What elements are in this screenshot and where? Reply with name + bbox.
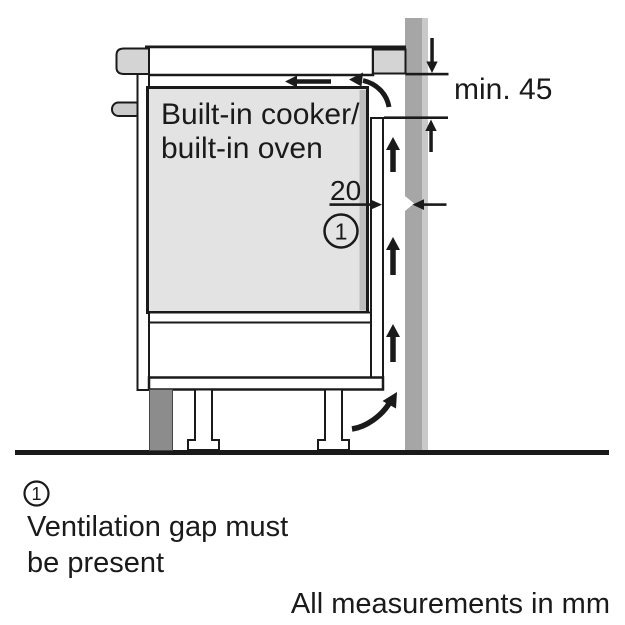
dim45-label: min. 45	[454, 73, 552, 106]
footnote-marker-number: 1	[31, 484, 41, 504]
cabinet-leg-rear	[317, 388, 350, 451]
dim45-tick-upper	[405, 72, 449, 76]
footnote-line2: be present	[27, 547, 164, 579]
gap-dim-line-right	[423, 203, 447, 206]
gap-dim-arrow-right	[370, 199, 382, 210]
airflow-curve-top-head	[349, 72, 363, 87]
dim45-tick-lower	[384, 116, 448, 119]
airflow-curve-bottom	[351, 400, 393, 432]
wall-edge	[422, 18, 428, 450]
base-shelf	[147, 376, 385, 391]
appliance-label-line2: built-in oven	[161, 132, 323, 165]
lower-rail	[148, 311, 372, 324]
gap-dim-label: 20	[330, 175, 361, 206]
airflow-up-arrow-2	[386, 237, 400, 275]
cabinet-leg-front	[187, 388, 220, 451]
gap-dim-line-left	[329, 203, 371, 206]
hob-body	[145, 45, 375, 77]
wall-notch	[405, 196, 414, 211]
wall	[405, 18, 422, 450]
airflow-left-arrow	[285, 75, 331, 88]
drawer-compartment	[148, 321, 372, 379]
rear-vent-panel	[370, 117, 384, 379]
airflow-up-arrow-1	[386, 137, 400, 172]
cooker-box-shadow	[359, 90, 366, 311]
airflow-up-arrow-3	[386, 324, 400, 362]
plinth-panel	[149, 389, 173, 451]
airflow-curve-top	[362, 78, 392, 108]
footnote-marker-circle	[23, 480, 50, 507]
gap-dim-arrow-left	[412, 199, 424, 210]
cooker-box	[146, 86, 369, 314]
units-note: All measurements in mm	[291, 588, 610, 620]
callout-circle	[323, 213, 359, 249]
footnote-line1: Ventilation gap must	[27, 511, 288, 543]
worktop-front-edge	[115, 47, 150, 75]
worktop-rear-section	[372, 48, 407, 75]
dim45-down-arrow	[426, 38, 438, 73]
callout-number: 1	[335, 219, 348, 245]
dim45-up-arrow	[425, 119, 437, 152]
floor-line	[15, 450, 609, 455]
appliance-label-line1: Built-in cooker/	[161, 98, 360, 131]
airflow-curve-bottom-head	[382, 392, 397, 409]
